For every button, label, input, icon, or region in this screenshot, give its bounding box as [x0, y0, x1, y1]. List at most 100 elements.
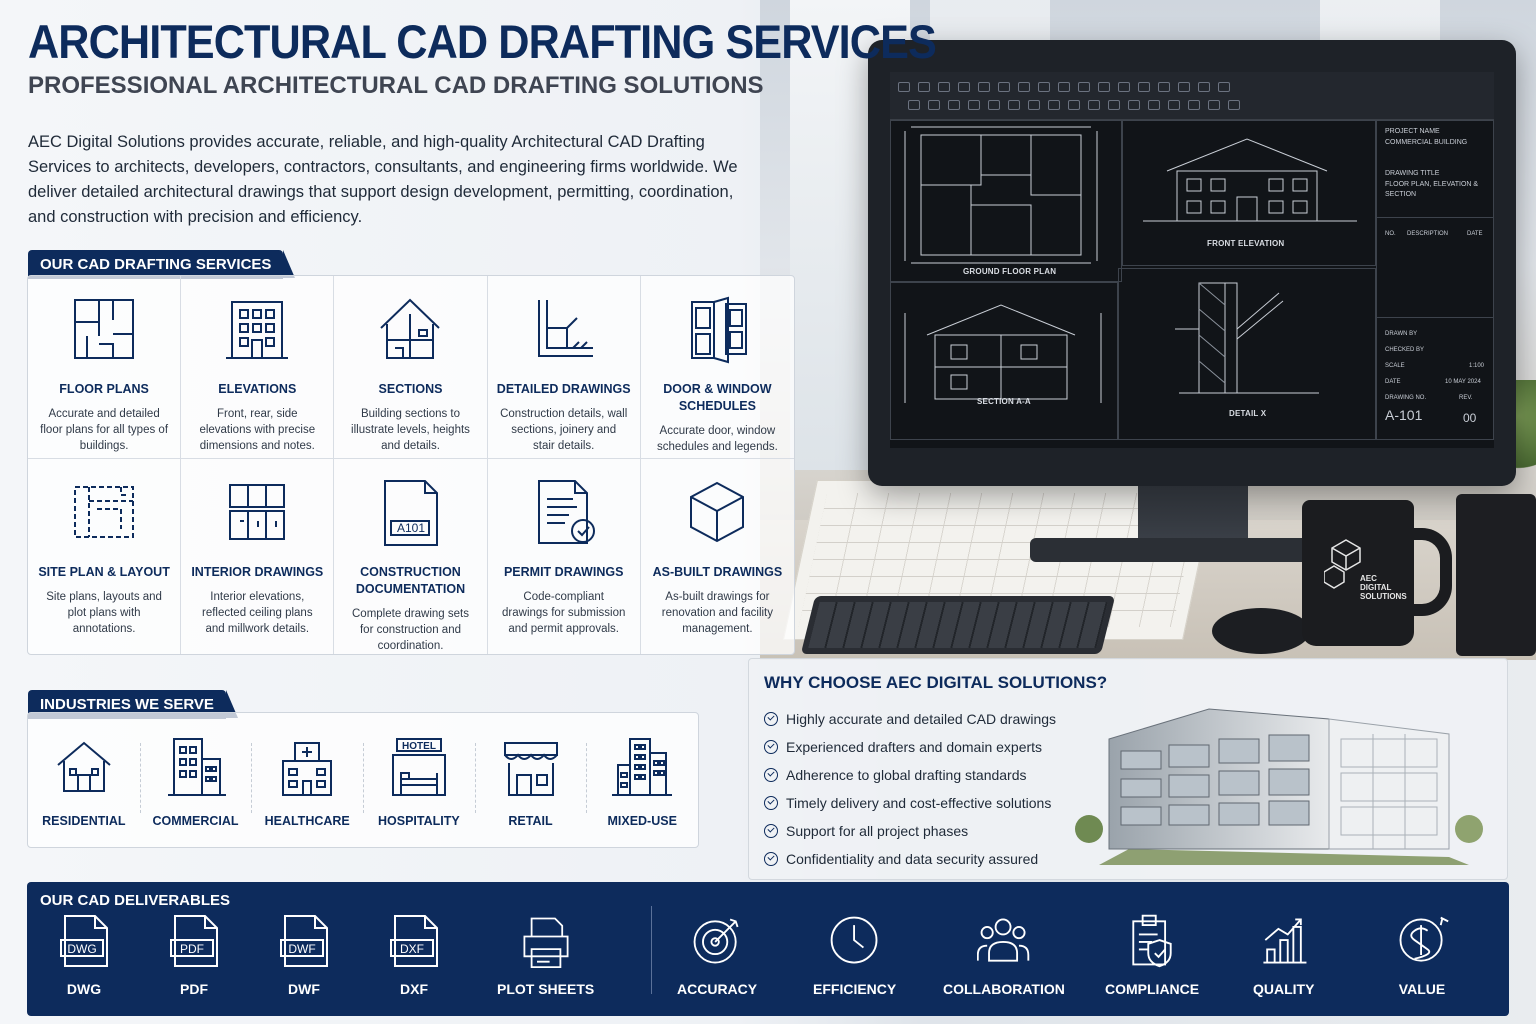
- cad-tool-icon[interactable]: [1208, 100, 1220, 110]
- cad-tool-icon[interactable]: [918, 82, 930, 92]
- city-buildings-icon: [612, 738, 673, 796]
- team-icon: [976, 918, 1030, 962]
- cad-tool-icon[interactable]: [1188, 100, 1200, 110]
- cad-tool-icon[interactable]: [968, 100, 980, 110]
- cad-tool-icon[interactable]: [1128, 100, 1140, 110]
- why-item: Experienced drafters and domain experts: [764, 733, 1056, 761]
- cad-tool-icon[interactable]: [1048, 100, 1060, 110]
- service-card[interactable]: INTERIOR DRAWINGS Interior elevations, re…: [181, 459, 335, 654]
- service-title: SITE PLAN & LAYOUT: [38, 565, 170, 579]
- cad-tool-icon[interactable]: [1098, 82, 1110, 92]
- checked-by-label: CHECKED BY: [1385, 347, 1425, 353]
- deliverable-item[interactable]: PLOT SHEETS: [497, 912, 594, 997]
- value-item[interactable]: COLLABORATION: [943, 912, 1065, 997]
- cad-tool-icon[interactable]: [1228, 100, 1240, 110]
- cad-tool-icon[interactable]: [1158, 82, 1170, 92]
- service-card[interactable]: SITE PLAN & LAYOUT Site plans, layouts an…: [28, 459, 182, 654]
- industry-item[interactable]: COMMERCIAL: [139, 713, 252, 847]
- service-desc: Building sections to illustrate levels, …: [351, 408, 470, 452]
- detail-panel[interactable]: DETAIL X: [1118, 268, 1376, 440]
- site-plan-icon: [74, 486, 135, 538]
- service-desc: Site plans, layouts and plot plans with …: [46, 591, 162, 635]
- value-item[interactable]: VALUE: [1395, 912, 1449, 997]
- target-icon: [693, 918, 739, 964]
- cad-tool-icon[interactable]: [1058, 82, 1070, 92]
- check-circle-icon: [764, 768, 778, 782]
- cad-tool-icon[interactable]: [1118, 82, 1130, 92]
- cad-tool-icon[interactable]: [978, 82, 990, 92]
- industry-item[interactable]: RESIDENTIAL: [28, 713, 140, 847]
- value-item[interactable]: ACCURACY: [677, 912, 757, 997]
- cad-tool-icon[interactable]: [1148, 100, 1160, 110]
- cad-tool-icon[interactable]: [928, 100, 940, 110]
- storefront-icon: [503, 742, 558, 796]
- cad-tool-icon[interactable]: [898, 82, 910, 92]
- service-title: FLOOR PLANS: [59, 382, 149, 396]
- cad-tool-icon[interactable]: [1108, 100, 1120, 110]
- cad-tool-icon[interactable]: [1028, 100, 1040, 110]
- value-label: COLLABORATION: [943, 981, 1065, 997]
- cube-icon: [690, 481, 745, 543]
- scale-value: 1:100: [1469, 363, 1485, 369]
- cad-tool-icon[interactable]: [988, 100, 1000, 110]
- industry-label: COMMERCIAL: [152, 814, 239, 828]
- service-title: ELEVATIONS: [218, 382, 297, 396]
- industry-item[interactable]: HEALTHCARE: [251, 713, 363, 847]
- cad-tool-icon[interactable]: [1038, 82, 1050, 92]
- service-desc: Complete drawing sets for construction a…: [352, 608, 469, 652]
- industry-label: RESIDENTIAL: [42, 814, 126, 828]
- front-elevation-panel[interactable]: FRONT ELEVATION: [1122, 120, 1376, 266]
- value-item[interactable]: EFFICIENCY: [813, 912, 896, 997]
- cad-tool-icon[interactable]: [1088, 100, 1100, 110]
- service-desc: Interior elevations, reflected ceiling p…: [201, 591, 313, 635]
- industry-item[interactable]: RETAIL: [474, 713, 587, 847]
- interior-cabinet-icon: [229, 484, 286, 540]
- cad-tool-icon[interactable]: [1068, 100, 1080, 110]
- floor-plan-panel[interactable]: GROUND FLOOR PLAN: [890, 120, 1122, 282]
- project-name: COMMERCIAL BUILDING: [1385, 139, 1468, 146]
- cad-tool-icon[interactable]: [1218, 82, 1230, 92]
- cad-tool-icon[interactable]: [1178, 82, 1190, 92]
- cad-tool-icon[interactable]: [1138, 82, 1150, 92]
- cad-tool-icon[interactable]: [958, 82, 970, 92]
- service-title: INTERIOR DRAWINGS: [191, 565, 324, 579]
- value-item[interactable]: QUALITY: [1253, 912, 1314, 997]
- cad-tool-icon[interactable]: [1018, 82, 1030, 92]
- cad-tool-icon[interactable]: [908, 100, 920, 110]
- value-label: ACCURACY: [677, 981, 758, 997]
- project-name-label: PROJECT NAME: [1385, 128, 1440, 135]
- section-panel[interactable]: SECTION A-A: [890, 282, 1118, 440]
- drawn-by-label: DRAWN BY: [1385, 331, 1418, 337]
- cad-tool-icon[interactable]: [1078, 82, 1090, 92]
- industry-item[interactable]: MIXED-USE: [586, 713, 698, 847]
- cad-toolbar[interactable]: [890, 72, 1494, 120]
- cad-tool-icon[interactable]: [948, 100, 960, 110]
- deliverable-label: DWF: [288, 981, 320, 997]
- section-drawing: [904, 304, 1102, 403]
- cad-tool-icon[interactable]: [1198, 82, 1210, 92]
- cad-tool-icon[interactable]: [998, 82, 1010, 92]
- file-ext: DWG: [67, 942, 96, 956]
- value-item[interactable]: COMPLIANCE: [1105, 912, 1199, 997]
- cad-tool-icon[interactable]: [1008, 100, 1020, 110]
- building-elevation-icon: [226, 301, 289, 359]
- date-label: DATE: [1385, 379, 1401, 385]
- cad-tool-icon[interactable]: [938, 82, 950, 92]
- cad-tool-icon[interactable]: [1168, 100, 1180, 110]
- elevation-drawing: [1143, 138, 1357, 222]
- floor-plan-label: GROUND FLOOR PLAN: [963, 267, 1057, 276]
- check-circle-icon: [764, 852, 778, 866]
